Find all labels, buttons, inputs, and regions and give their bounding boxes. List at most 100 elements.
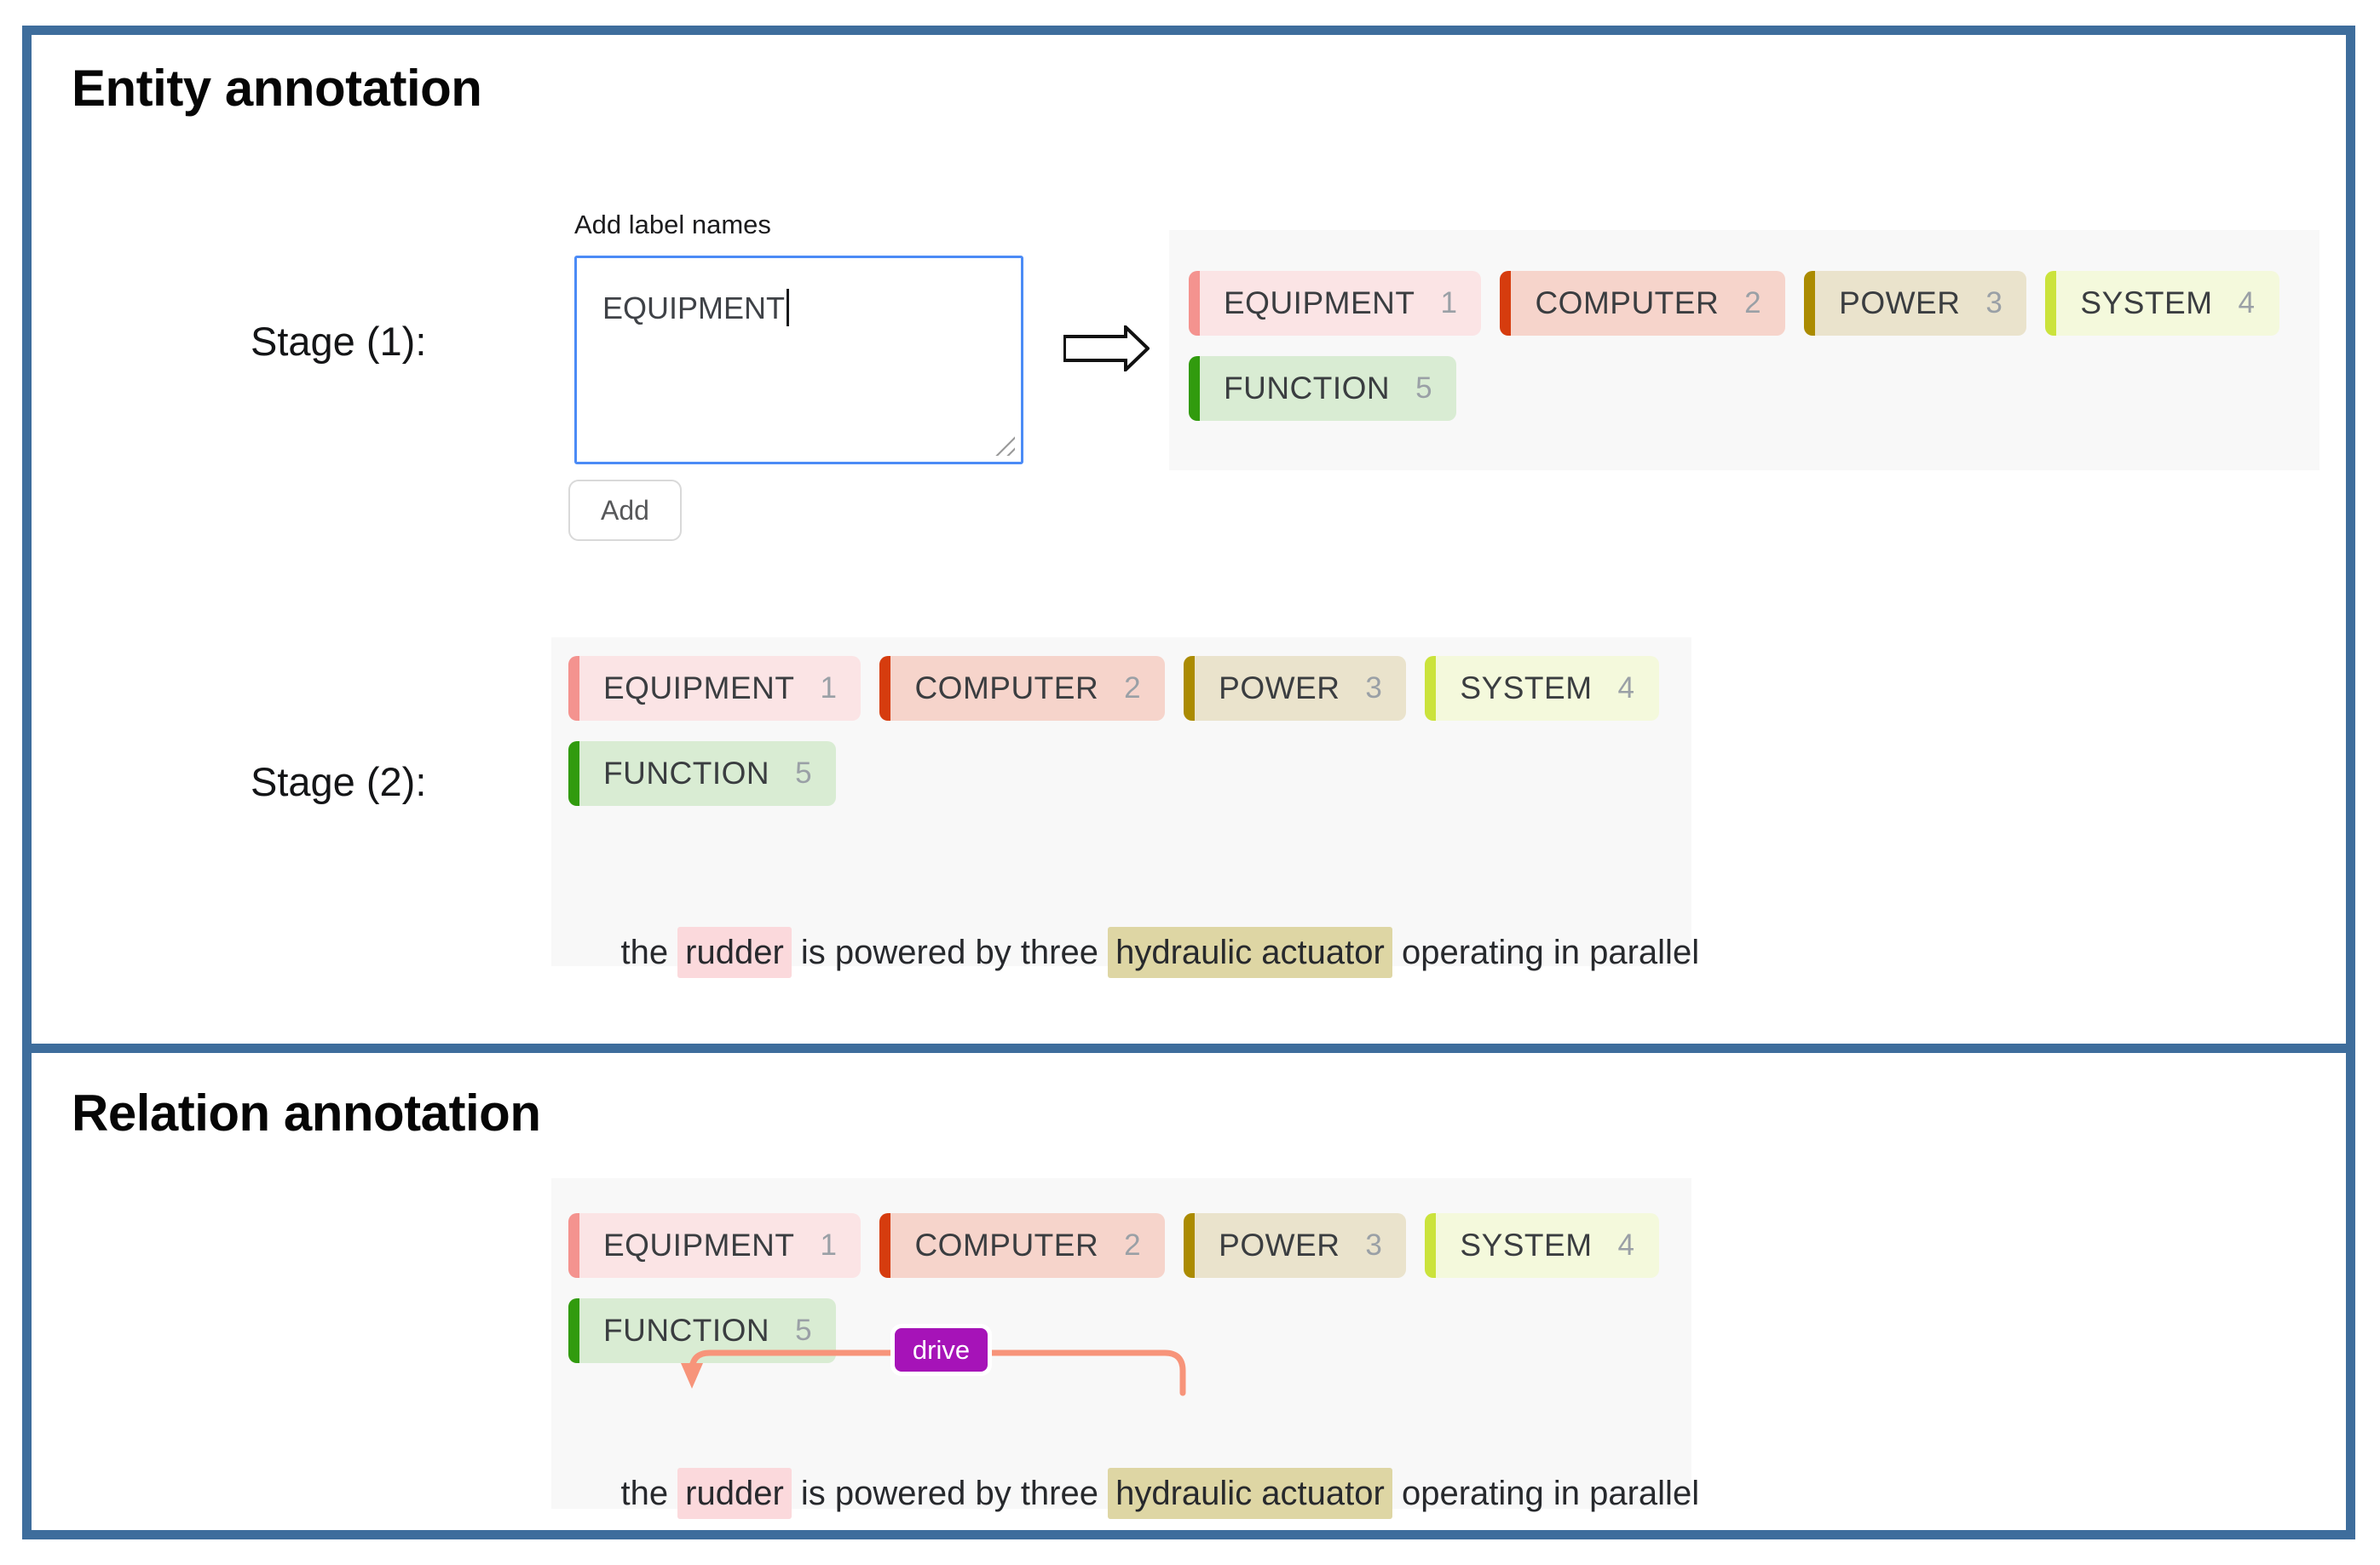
label-shortcut-number: 2 (1124, 671, 1142, 705)
sentence-token[interactable]: the (620, 934, 678, 971)
label-shortcut-number: 3 (1365, 1228, 1383, 1262)
label-chip-body: POWER 3 (1195, 1213, 1407, 1278)
label-shortcut-number: 5 (1415, 371, 1433, 405)
label-chip-body: EQUIPMENT 1 (579, 656, 862, 721)
label-shortcut-number: 1 (820, 671, 838, 705)
label-name: EQUIPMENT (603, 1228, 795, 1263)
label-name: SYSTEM (1460, 670, 1593, 705)
label-shortcut-number: 2 (1744, 286, 1762, 319)
sentence-token[interactable]: is powered by three (791, 1475, 1109, 1512)
label-shortcut-number: 5 (795, 1314, 813, 1347)
label-color-bar (1804, 271, 1816, 336)
textarea-resize-handle[interactable] (994, 435, 1015, 456)
label-color-bar (1184, 656, 1196, 721)
sentence-token[interactable]: operating in parallel (1392, 934, 1700, 971)
label-chip-body: EQUIPMENT 1 (579, 1213, 862, 1278)
sentence-token[interactable]: operating in parallel (1392, 1475, 1700, 1512)
label-name: COMPUTER (914, 670, 1099, 705)
label-chip[interactable]: COMPUTER 2 (1500, 271, 1786, 336)
label-chip[interactable]: SYSTEM 4 (1425, 1213, 1659, 1278)
label-chip-list: EQUIPMENT 1 COMPUTER 2 POWER (1169, 230, 2319, 421)
label-chip-body: COMPUTER 2 (890, 1213, 1166, 1278)
label-shortcut-number: 1 (1440, 286, 1458, 319)
label-name: EQUIPMENT (1224, 285, 1415, 320)
text-cursor (787, 289, 790, 326)
label-shortcut-number: 2 (1124, 1228, 1142, 1262)
add-label-names-label: Add label names (574, 210, 771, 239)
label-color-bar (1500, 271, 1512, 336)
label-chip[interactable]: POWER 3 (1804, 271, 2027, 336)
label-shortcut-number: 4 (2238, 286, 2256, 319)
label-name-textarea[interactable]: EQUIPMENT (574, 256, 1023, 464)
label-chip-body: SYSTEM 4 (1436, 656, 1659, 721)
label-chip-body: SYSTEM 4 (2056, 271, 2279, 336)
label-name: EQUIPMENT (603, 670, 795, 705)
sentence-token[interactable]: rudder (677, 1468, 792, 1519)
label-chip[interactable]: SYSTEM 4 (2045, 271, 2279, 336)
label-color-bar (568, 1298, 579, 1363)
label-color-bar (1184, 1213, 1196, 1278)
sentence-token[interactable]: is powered by three (791, 934, 1109, 971)
entity-section-title: Entity annotation (72, 60, 482, 117)
label-color-bar (1189, 271, 1200, 336)
label-name: COMPUTER (1535, 285, 1720, 320)
label-chip[interactable]: EQUIPMENT 1 (568, 1213, 862, 1278)
label-color-bar (1425, 656, 1437, 721)
right-arrow-icon (1063, 325, 1150, 371)
relation-arrowhead (681, 1363, 703, 1389)
label-chip-list: EQUIPMENT 1 COMPUTER 2 POWER (551, 637, 1691, 806)
label-chip[interactable]: FUNCTION 5 (568, 741, 837, 806)
stage-2-label: Stage (2): (251, 759, 427, 804)
label-chip-body: FUNCTION 5 (579, 741, 837, 806)
label-color-bar (1189, 356, 1200, 421)
sentence-token[interactable]: hydraulic actuator (1108, 1468, 1392, 1519)
label-chip-body: FUNCTION 5 (579, 1298, 837, 1363)
label-name: FUNCTION (1224, 371, 1391, 406)
stage-1-label: Stage (1): (251, 319, 427, 364)
label-color-bar (2045, 271, 2057, 336)
label-color-bar (568, 656, 579, 721)
label-chip[interactable]: POWER 3 (1184, 656, 1407, 721)
label-chip[interactable]: POWER 3 (1184, 1213, 1407, 1278)
label-chip-body: FUNCTION 5 (1200, 356, 1457, 421)
label-chip[interactable]: EQUIPMENT 1 (1189, 271, 1482, 336)
annotated-sentence: the rudder is powered by three hydraulic… (583, 1395, 1700, 1519)
label-name: FUNCTION (603, 756, 770, 791)
label-chip[interactable]: COMPUTER 2 (879, 1213, 1166, 1278)
label-name: SYSTEM (1460, 1228, 1593, 1263)
label-name: SYSTEM (2080, 285, 2213, 320)
sentence-token[interactable]: hydraulic actuator (1108, 927, 1392, 978)
label-name: POWER (1839, 285, 1961, 320)
label-shortcut-number: 1 (820, 1228, 838, 1262)
label-chip[interactable]: SYSTEM 4 (1425, 656, 1659, 721)
label-chip[interactable]: COMPUTER 2 (879, 656, 1166, 721)
label-shortcut-number: 3 (1365, 671, 1383, 705)
label-shortcut-number: 4 (1617, 671, 1635, 705)
label-shortcut-number: 3 (1985, 286, 2003, 319)
label-color-bar (1425, 1213, 1437, 1278)
relation-annotation-panel: EQUIPMENT 1 COMPUTER 2 POWER (551, 1178, 1699, 1519)
entity-annotation-panel-stage2: EQUIPMENT 1 COMPUTER 2 POWER (551, 637, 1699, 978)
label-name: COMPUTER (914, 1228, 1099, 1263)
label-name-textarea-value: EQUIPMENT (602, 291, 786, 325)
relation-label-badge[interactable]: drive (890, 1324, 992, 1376)
annotated-sentence: the rudder is powered by three hydraulic… (583, 854, 1700, 978)
add-button[interactable]: Add (568, 480, 682, 541)
label-shortcut-number: 4 (1617, 1228, 1635, 1262)
label-color-bar (879, 656, 891, 721)
label-chip[interactable]: FUNCTION 5 (1189, 356, 1457, 421)
label-name: POWER (1219, 1228, 1340, 1263)
label-shortcut-number: 5 (795, 757, 813, 790)
label-color-bar (879, 1213, 891, 1278)
sentence-token[interactable]: the (620, 1475, 678, 1512)
label-chip-body: EQUIPMENT 1 (1200, 271, 1482, 336)
label-chip[interactable]: FUNCTION 5 (568, 1298, 837, 1363)
label-chip-body: COMPUTER 2 (1511, 271, 1786, 336)
label-chip-body: SYSTEM 4 (1436, 1213, 1659, 1278)
label-name: POWER (1219, 670, 1340, 705)
figure-frame: Entity annotation Stage (1): Add label n… (22, 26, 2355, 1539)
sentence-token[interactable]: rudder (677, 927, 792, 978)
label-list-panel-stage1: EQUIPMENT 1 COMPUTER 2 POWER (1169, 230, 2319, 470)
label-chip[interactable]: EQUIPMENT 1 (568, 656, 862, 721)
label-chip-body: POWER 3 (1195, 656, 1407, 721)
